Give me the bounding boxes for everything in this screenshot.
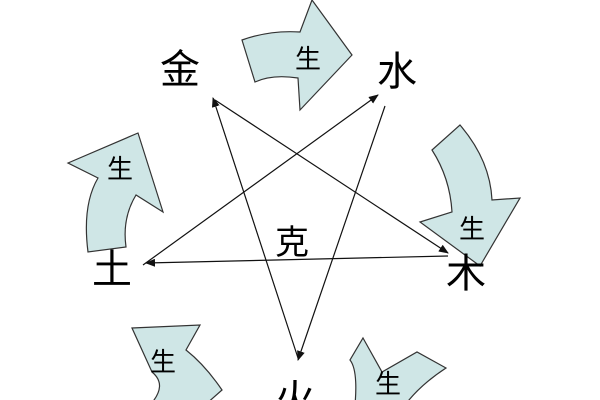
restrain-line-fire-to-metal <box>211 97 299 359</box>
generate-label-right: 生 <box>458 215 486 245</box>
generate-arrow-metal-to-water <box>241 0 353 112</box>
restrain-line-metal-to-wood <box>214 99 449 254</box>
element-wood: 木 <box>446 251 486 297</box>
generate-arrow-wood-to-fire <box>349 336 448 400</box>
restrain-center-label: 克 <box>275 223 309 263</box>
element-metal: 金 <box>160 47 200 93</box>
generate-arrow-water-to-wood <box>418 124 522 267</box>
restrain-line-wood-to-earth <box>145 255 449 267</box>
element-earth: 土 <box>92 247 132 293</box>
generate-label-bottom-left: 生 <box>149 348 177 378</box>
element-fire: 火 <box>275 377 315 400</box>
restrain-line-earth-to-water <box>142 94 379 266</box>
generate-label-top: 生 <box>294 45 322 75</box>
generate-arrow-earth-to-metal <box>66 132 165 253</box>
generate-label-left: 生 <box>106 155 134 185</box>
generate-label-bottom-right: 生 <box>374 370 402 400</box>
element-water: 水 <box>377 49 417 95</box>
generate-arrow-fire-to-earth <box>131 324 223 400</box>
restrain-line-water-to-fire <box>297 105 386 361</box>
